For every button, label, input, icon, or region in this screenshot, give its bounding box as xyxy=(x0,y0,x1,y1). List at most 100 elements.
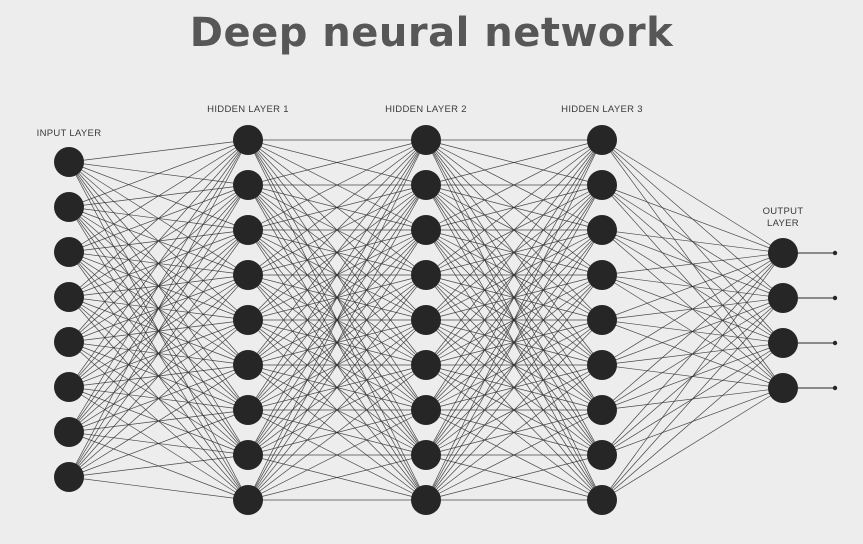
input-neuron-7 xyxy=(54,417,84,447)
connection-l3n3-l4n0 xyxy=(601,252,784,276)
output-arrow-head-0 xyxy=(832,250,838,256)
hidden-layer-3-label: HIDDEN LAYER 3 xyxy=(561,104,643,116)
hidden-3-neuron-9 xyxy=(587,485,617,515)
input-neuron-4 xyxy=(54,282,84,312)
connection-l3n1-l4n0 xyxy=(601,184,784,254)
hidden-2-neuron-8 xyxy=(411,440,441,470)
connection-l1n8-l2n7 xyxy=(247,454,427,501)
hidden-2-neuron-7 xyxy=(411,395,441,425)
hidden-1-neuron-8 xyxy=(233,440,263,470)
hidden-3-neuron-4 xyxy=(587,260,617,290)
connection-l2n6-l3n0 xyxy=(425,139,603,411)
connection-l2n3-l3n0 xyxy=(425,139,603,276)
connection-l1n8-l2n4 xyxy=(247,319,427,501)
connection-l1n8-l2n0 xyxy=(247,139,427,501)
connection-l1n8-l2n3 xyxy=(247,274,427,501)
hidden-1-neuron-6 xyxy=(233,350,263,380)
connection-l3n2-l4n0 xyxy=(601,229,784,254)
connection-l3n8-l4n3 xyxy=(601,387,784,501)
connection-l1n8-l2n1 xyxy=(247,184,427,501)
connection-l1n8-l2n5 xyxy=(247,364,427,501)
connection-l2n8-l3n0 xyxy=(425,139,603,501)
connection-l1n7-l2n0 xyxy=(247,139,427,456)
connection-l1n8-l2n2 xyxy=(247,229,427,501)
connection-l2n8-l3n2 xyxy=(425,229,603,501)
output-arrows-group xyxy=(798,250,838,391)
hidden-3-neuron-1 xyxy=(587,125,617,155)
hidden-2-neuron-5 xyxy=(411,305,441,335)
connection-l3n7-l4n0 xyxy=(601,252,784,456)
input-neuron-3 xyxy=(54,237,84,267)
connection-l0n0-l1n0 xyxy=(68,139,249,163)
connection-l3n6-l4n0 xyxy=(601,252,784,411)
connection-l0n7-l1n5 xyxy=(68,364,249,478)
hidden-2-neuron-3 xyxy=(411,215,441,245)
hidden-layer-1-label-line: HIDDEN LAYER 1 xyxy=(207,104,289,115)
connection-l2n2-l3n0 xyxy=(425,139,603,231)
connection-l0n4-l1n0 xyxy=(68,139,249,343)
connection-l0n7-l1n7 xyxy=(68,454,249,478)
connection-l0n1-l1n0 xyxy=(68,139,249,208)
hidden-layer-2-label-line: HIDDEN LAYER 2 xyxy=(385,104,467,115)
hidden-1-neuron-4 xyxy=(233,260,263,290)
connection-l1n8-l2n6 xyxy=(247,409,427,501)
hidden-2-neuron-4 xyxy=(411,260,441,290)
output-layer-label-line-2: LAYER xyxy=(767,218,799,229)
connection-l3n8-l4n0 xyxy=(601,252,784,501)
connection-l2n8-l3n6 xyxy=(425,409,603,501)
neurons-group xyxy=(54,125,798,515)
diagram-title: Deep neural network xyxy=(189,10,674,56)
connection-l3n8-l4n1 xyxy=(601,297,784,501)
hidden-3-neuron-8 xyxy=(587,440,617,470)
connection-l0n7-l1n2 xyxy=(68,229,249,478)
connection-l0n6-l1n0 xyxy=(68,139,249,433)
input-layer-label: INPUT LAYER xyxy=(37,128,102,140)
connection-l2n4-l3n0 xyxy=(425,139,603,321)
connection-l3n8-l4n2 xyxy=(601,342,784,501)
connection-l1n6-l2n0 xyxy=(247,139,427,411)
hidden-layer-3-label-line: HIDDEN LAYER 3 xyxy=(561,104,643,115)
connection-l2n8-l3n5 xyxy=(425,364,603,501)
hidden-layer-2-label: HIDDEN LAYER 2 xyxy=(385,104,467,116)
input-neuron-1 xyxy=(54,147,84,177)
output-arrow-head-3 xyxy=(832,385,838,391)
connection-l1n2-l2n0 xyxy=(247,139,427,231)
connection-l3n0-l4n0 xyxy=(601,139,784,254)
connection-l2n8-l3n1 xyxy=(425,184,603,501)
connection-l0n7-l1n4 xyxy=(68,319,249,478)
hidden-2-neuron-6 xyxy=(411,350,441,380)
hidden-3-neuron-7 xyxy=(587,395,617,425)
output-neuron-2 xyxy=(768,283,798,313)
connection-l0n2-l1n0 xyxy=(68,139,249,253)
input-neuron-2 xyxy=(54,192,84,222)
connections-group xyxy=(68,139,784,501)
connection-l2n8-l3n3 xyxy=(425,274,603,501)
output-neuron-4 xyxy=(768,373,798,403)
hidden-1-neuron-7 xyxy=(233,395,263,425)
connection-l1n5-l2n0 xyxy=(247,139,427,366)
output-neuron-1 xyxy=(768,238,798,268)
connection-l0n7-l1n8 xyxy=(68,476,249,501)
connection-l1n1-l2n0 xyxy=(247,139,427,186)
output-arrow-head-1 xyxy=(832,295,838,301)
output-layer-label-line-1: OUTPUT xyxy=(762,206,804,217)
input-neuron-8 xyxy=(54,462,84,492)
output-layer-label: OUTPUT LAYER xyxy=(763,206,804,230)
connection-l0n7-l1n3 xyxy=(68,274,249,478)
input-neuron-5 xyxy=(54,327,84,357)
hidden-2-neuron-2 xyxy=(411,170,441,200)
connection-l1n3-l2n0 xyxy=(247,139,427,276)
hidden-layer-1-label: HIDDEN LAYER 1 xyxy=(207,104,289,116)
connection-l1n4-l2n0 xyxy=(247,139,427,321)
hidden-3-neuron-3 xyxy=(587,215,617,245)
hidden-1-neuron-5 xyxy=(233,305,263,335)
connection-l2n1-l3n0 xyxy=(425,139,603,186)
connection-l2n7-l3n0 xyxy=(425,139,603,456)
connection-l0n3-l1n0 xyxy=(68,139,249,298)
connection-l3n4-l4n0 xyxy=(601,252,784,321)
hidden-3-neuron-2 xyxy=(587,170,617,200)
connection-l0n7-l1n0 xyxy=(68,139,249,478)
input-neuron-6 xyxy=(54,372,84,402)
